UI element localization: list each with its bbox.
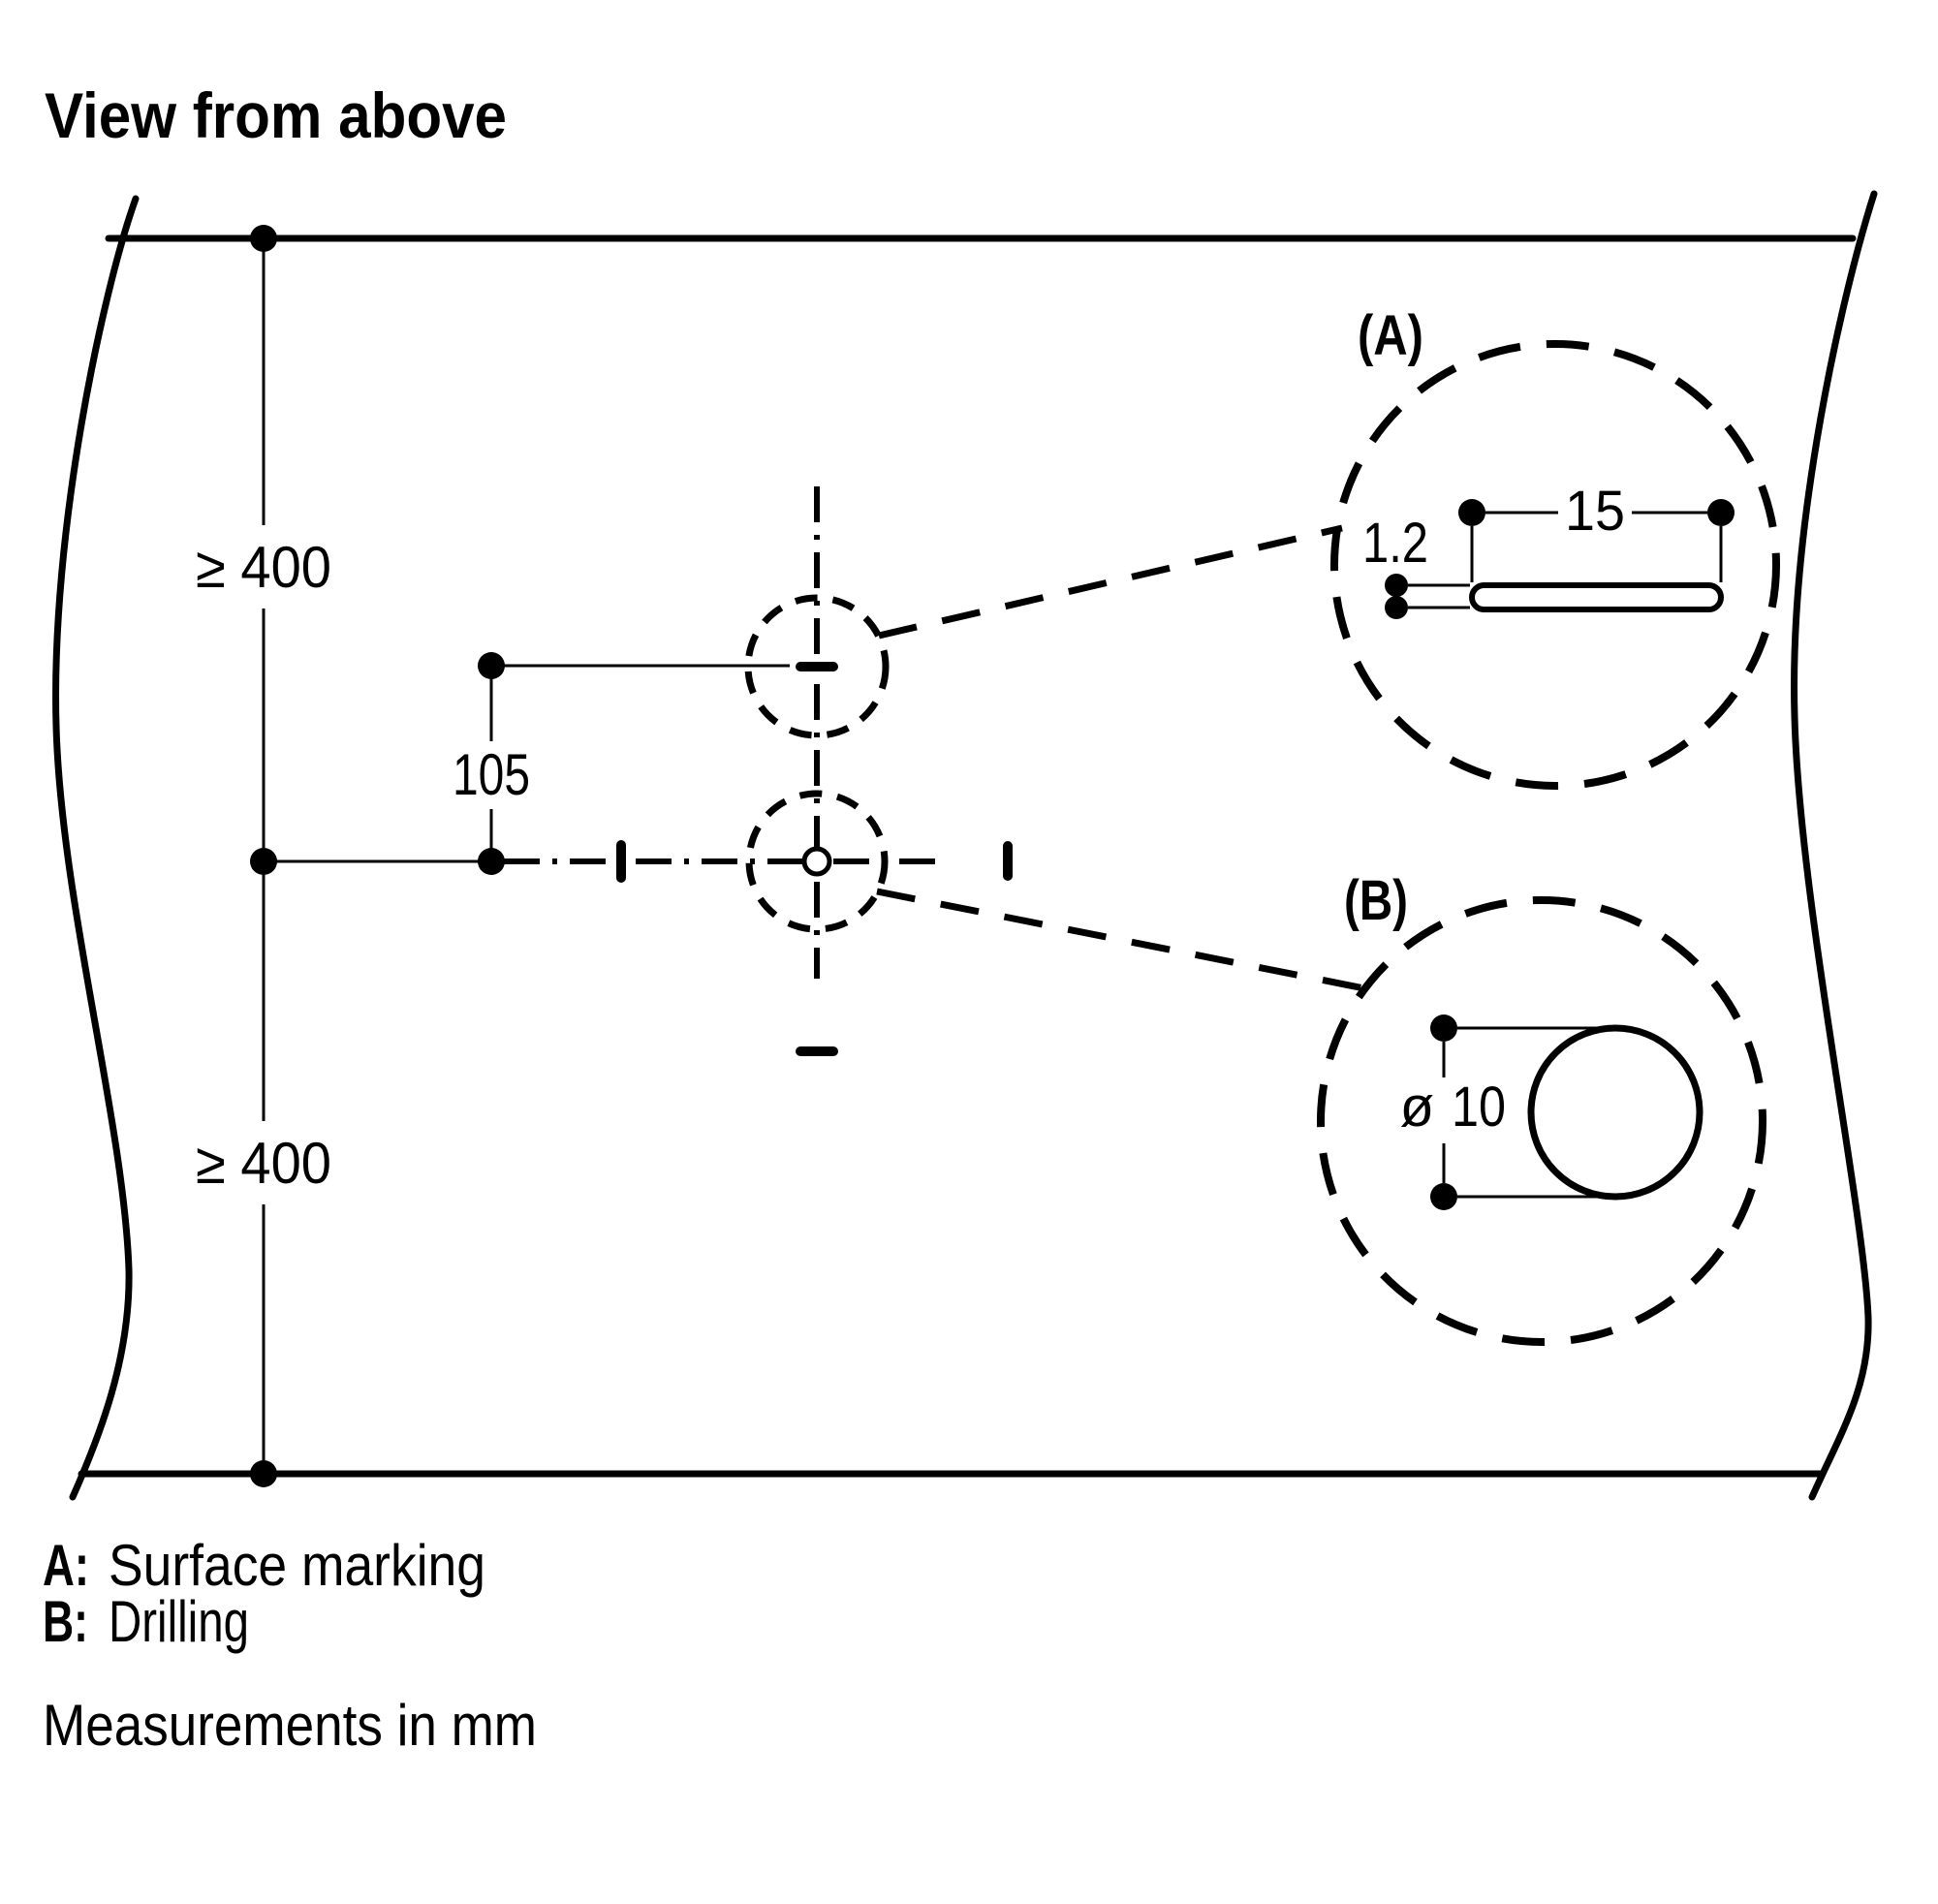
worktop-surface — [52, 190, 1878, 1501]
drilling-zoom-circle — [745, 790, 889, 933]
offset-dimension-105: 105 — [264, 652, 790, 875]
detail-a-dim-dot-left — [1458, 499, 1485, 526]
detail-b-circle — [1317, 896, 1766, 1346]
leader-lines — [876, 524, 1365, 992]
detail-a-width-label: 1.2 — [1362, 512, 1428, 575]
detail-b-diameter-symbol: ø — [1400, 1076, 1434, 1139]
detail-a-width-dot-top — [1385, 574, 1408, 597]
legend-b-text: Drilling — [109, 1589, 249, 1654]
surface-marking-slot — [1469, 582, 1724, 612]
marking-zoom-circle — [744, 594, 890, 739]
detail-a-dim-dot-right — [1707, 499, 1735, 526]
dimension-dot-top — [250, 225, 277, 252]
legend-b-key: B: — [43, 1589, 88, 1654]
zoom-source-circles — [744, 594, 890, 933]
leader-line-a — [878, 524, 1343, 640]
detail-a-length-label: 15 — [1565, 480, 1625, 543]
worktop-right-break-line — [1791, 190, 1878, 1501]
dimension-dot-bottom — [250, 1460, 277, 1487]
detail-b-label: (B) — [1344, 869, 1408, 932]
detail-b-dim-dot-top — [1430, 1014, 1457, 1042]
measurements-note: Measurements in mm — [43, 1693, 537, 1758]
offset-dimension-label: 105 — [453, 742, 530, 807]
detail-b-dim-dot-bottom — [1430, 1183, 1457, 1210]
dimension-dot-center — [478, 848, 505, 875]
detail-b-diameter-label: 10 — [1452, 1076, 1506, 1139]
clearance-top-label: ≥ 400 — [196, 535, 331, 600]
clearance-dimension: ≥ 400 ≥ 400 — [196, 225, 331, 1487]
legend-a-key: A: — [43, 1533, 89, 1598]
drill-point-symbol — [801, 846, 832, 877]
worktop-left-break-line — [52, 195, 140, 1501]
detail-a-circle — [1330, 340, 1780, 790]
detail-view-a: (A) 15 1.2 — [1330, 304, 1780, 790]
centerlines — [504, 486, 1013, 1056]
detail-a-label: (A) — [1358, 304, 1423, 367]
leader-line-b — [876, 888, 1365, 992]
drill-hole-circle — [1527, 1024, 1704, 1201]
page-title: View from above — [45, 79, 507, 151]
dimension-dot-marking — [478, 652, 505, 679]
detail-a-width-dot-bottom — [1385, 596, 1408, 619]
legend-a-text: Surface marking — [109, 1533, 485, 1598]
detail-view-b: (B) ø 10 — [1317, 869, 1766, 1346]
legend: A: Surface marking B: Drilling — [43, 1533, 485, 1654]
clearance-bottom-label: ≥ 400 — [196, 1131, 331, 1196]
